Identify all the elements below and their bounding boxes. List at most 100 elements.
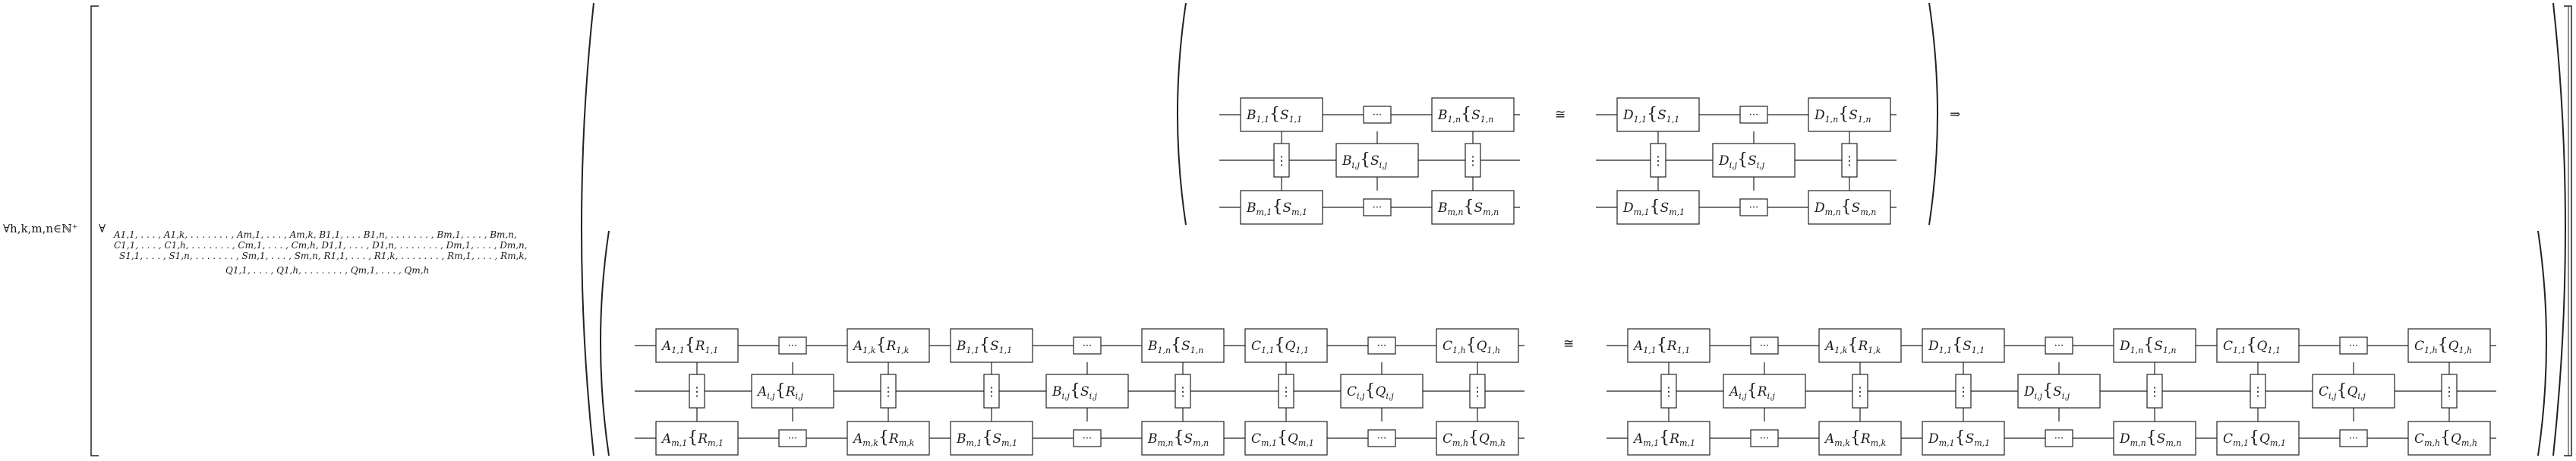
conclusion-left-block-1-bottom-left: Bm,1{Sm,1 (950, 421, 1033, 456)
conclusion-right-block-1-bottom-right: Dm,n{Sm,n (2113, 421, 2196, 456)
tensor-label: Di,j{Si,j (1718, 150, 1765, 170)
tensor-label: Cm,1{Qm,1 (2223, 428, 2286, 448)
tensor-box (1340, 374, 1424, 409)
ellipsis-dots: ··· (1083, 433, 1092, 444)
ellipsis-dots: ··· (1373, 202, 1382, 213)
tensor-grids: B1,1{S1,1 ··· B1,n{S1,n ⋮ Bi,j{Si,j ⋮ Bm,1{Sm,… (635, 97, 2496, 456)
vertical-ellipsis-box: ⋮ (1465, 143, 1481, 178)
tensor-box (1627, 328, 1711, 363)
tensor-label: Dm,n{Sm,n (1814, 197, 1876, 217)
ellipsis-dots: ··· (1749, 202, 1758, 213)
tensor-box (1045, 374, 1129, 409)
tensor-label: B1,1{S1,1 (1246, 105, 1302, 125)
ellipsis-box: ··· (778, 429, 807, 447)
tensor-box (1616, 97, 1700, 132)
ellipsis-box: ··· (1750, 336, 1779, 355)
conclusion-right-block-2-bottom-left: Cm,1{Qm,1 (2216, 421, 2300, 456)
variable-line-1: A1,1, . . . , A1,k, . . . . . . . , Am,1… (113, 229, 517, 240)
tensor-label: C1,h{Q1,h (1442, 336, 1500, 355)
vertical-ellipsis-box: ⋮ (2146, 374, 2163, 409)
conclusion-right-block-1-bottom-left: Dm,1{Sm,1 (1922, 421, 2005, 456)
tensor-label: C1,h{Q1,h (2414, 336, 2472, 355)
tensor-label: C1,1{Q1,1 (1251, 336, 1309, 355)
vertical-ellipsis-dots: ⋮ (1275, 153, 1288, 168)
outer-quantifier: ∀h,k,m,n∈ℕ⁺ (3, 222, 78, 235)
tensor-box (2407, 421, 2491, 456)
implication-right-paren (2552, 2, 2566, 456)
tensor-box (2017, 374, 2101, 409)
tensor-box (655, 421, 739, 456)
conclusion-right-paren (2537, 230, 2547, 456)
tensor-label: Cm,h{Qm,h (2414, 428, 2477, 448)
vertical-ellipsis-dots: ⋮ (1854, 384, 1866, 399)
vertical-ellipsis-box: ⋮ (689, 374, 705, 409)
conclusion-left-block-2-bottom-left: Cm,1{Qm,1 (1244, 421, 1328, 456)
tensor-label: Bi,j{Si,j (1342, 150, 1388, 170)
premise-right-paren (1928, 2, 1938, 226)
tensor-box (2312, 374, 2395, 409)
premise-equivalence: ≅ (1555, 107, 1565, 122)
vertical-ellipsis-dots: ⋮ (1471, 384, 1483, 399)
tensor-box (655, 328, 739, 363)
tensor-label: Bi,j{Si,j (1052, 381, 1098, 401)
tensor-box (1436, 328, 1519, 363)
tensor-box (1335, 143, 1419, 178)
premise-right-block-0-middle: Di,j{Si,j (1712, 143, 1796, 178)
tensor-label: Ci,j{Qi,j (1347, 381, 1394, 401)
vertical-ellipsis-dots: ⋮ (1467, 153, 1479, 168)
tensor-box (751, 374, 834, 409)
tensor-label: D1,1{S1,1 (1928, 336, 1985, 355)
conclusion-right-block-0-bottom-right: Am,k{Rm,k (1818, 421, 1902, 456)
tensor-label: Dm,1{Sm,1 (1928, 428, 1990, 448)
conclusion-left-block-1-top-left: B1,1{S1,1 (950, 328, 1033, 363)
ellipsis-dots: ··· (2054, 340, 2064, 352)
tensor-label: Bm,1{Sm,1 (956, 428, 1017, 448)
tensor-box (1922, 328, 2005, 363)
ellipsis-box: ··· (2045, 429, 2073, 447)
ellipsis-box: ··· (1363, 106, 1392, 124)
tensor-label: Am,1{Rm,1 (1632, 428, 1695, 448)
tensor-label: Ci,j{Qi,j (2319, 381, 2366, 401)
premise-right-block-0-bottom-left: Dm,1{Sm,1 (1616, 190, 1700, 225)
tensor-label: Dm,n{Sm,n (2119, 428, 2181, 448)
vertical-ellipsis-box: ⋮ (1852, 374, 1868, 409)
tensor-box (1244, 421, 1328, 456)
tensor-box (1240, 190, 1323, 225)
ellipsis-dots: ··· (2349, 433, 2358, 444)
tensor-label: Bm,n{Sm,n (1147, 428, 1209, 448)
vertical-ellipsis-box: ⋮ (2441, 374, 2458, 409)
premise-left-paren (1177, 2, 1187, 226)
conclusion-right-block-2-top-left: C1,1{Q1,1 (2216, 328, 2300, 363)
ellipsis-box: ··· (1739, 198, 1768, 216)
tensor-box (1616, 190, 1700, 225)
ellipsis-dots: ··· (1749, 109, 1758, 121)
tensor-box (1723, 374, 1806, 409)
vertical-ellipsis-dots: ⋮ (1652, 153, 1664, 168)
ellipsis-dots: ··· (788, 433, 797, 444)
premise-left-block-0-bottom-right: Bm,n{Sm,n (1431, 190, 1515, 225)
conclusion-right-block-2-bottom-right: Cm,h{Qm,h (2407, 421, 2491, 456)
tensor-box (2216, 328, 2300, 363)
conclusion-left-block-0-top-left: A1,1{R1,1 (655, 328, 739, 363)
vertical-ellipsis-box: ⋮ (1955, 374, 1972, 409)
tensor-label: Cm,1{Qm,1 (1251, 428, 1314, 448)
tensor-box (950, 328, 1033, 363)
tensor-label: Ai,j{Ri,j (1728, 381, 1776, 401)
conclusion-left-block-1-bottom-right: Bm,n{Sm,n (1141, 421, 1225, 456)
vertical-ellipsis-box: ⋮ (1660, 374, 1677, 409)
tensor-label: B1,n{S1,n (1437, 105, 1493, 125)
conclusion-right-block-0-bottom-left: Am,1{Rm,1 (1627, 421, 1711, 456)
vertical-ellipsis-dots: ⋮ (691, 384, 703, 399)
vertical-ellipsis-dots: ⋮ (2252, 384, 2264, 399)
ellipsis-box: ··· (1073, 336, 1102, 355)
tensor-label: Bm,1{Sm,1 (1246, 197, 1307, 217)
premise-right-block-0-bottom-right: Dm,n{Sm,n (1808, 190, 1891, 225)
ellipsis-box: ··· (778, 336, 807, 355)
implies-arrow: ⇒ (1950, 107, 1960, 122)
tensor-box (2113, 421, 2196, 456)
premise-right-block-0-top-right: D1,n{S1,n (1808, 97, 1891, 132)
premise-left-block-0-top-left: B1,1{S1,1 (1240, 97, 1323, 132)
tensor-box (1431, 190, 1515, 225)
conclusion-left-block-1-middle: Bi,j{Si,j (1045, 374, 1129, 409)
